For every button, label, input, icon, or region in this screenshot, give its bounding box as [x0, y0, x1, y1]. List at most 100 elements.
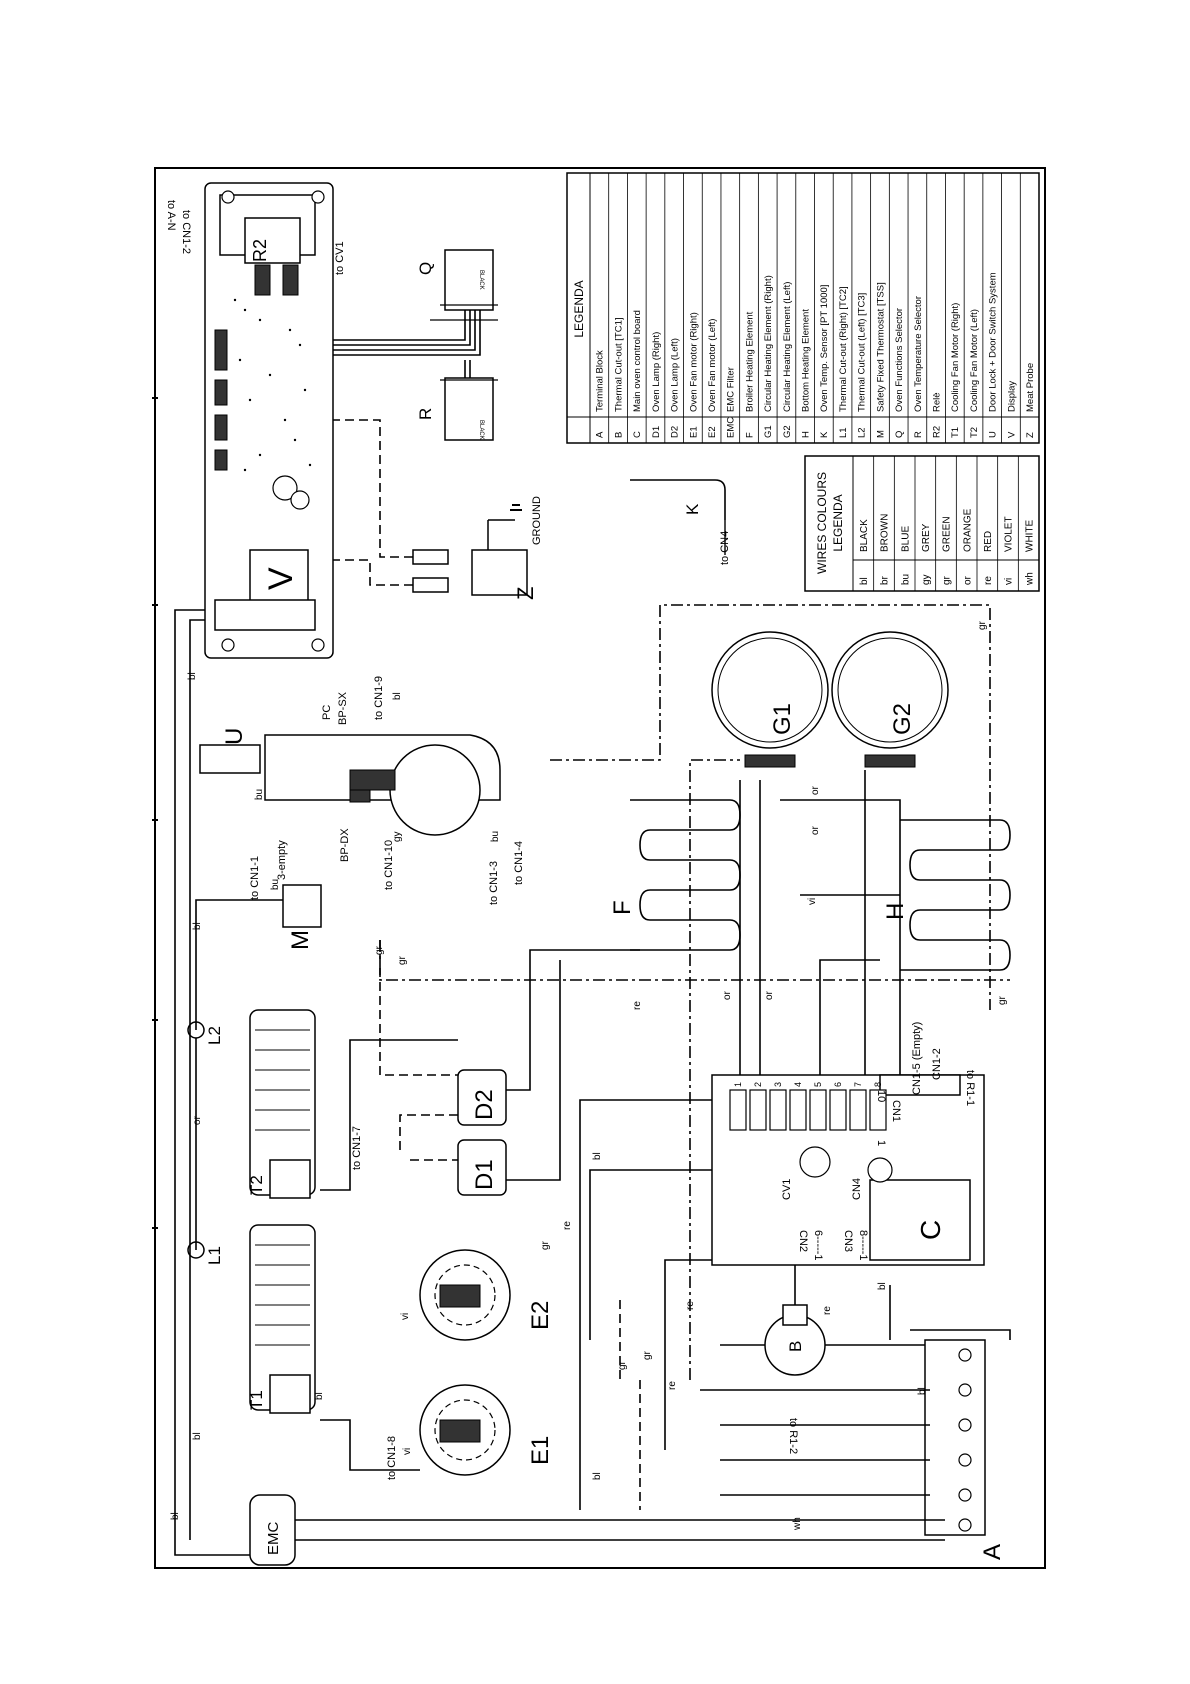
to-cn1-10-label: to CN1-10: [383, 840, 395, 890]
wire-colour-mark: gr: [617, 1360, 628, 1370]
cooling-fan-t2: T2: [247, 1009, 316, 1199]
relay: [809, 1089, 827, 1131]
legend-description: Oven Lamp (Left): [670, 338, 681, 412]
legend-code: R: [913, 431, 924, 438]
cv1-label: CV1: [781, 1179, 793, 1200]
wire-code: wh: [1024, 572, 1035, 586]
oven-fan-e2: E2: [419, 1249, 554, 1341]
legend-code: C: [632, 431, 643, 438]
e2-label: E2: [527, 1301, 554, 1330]
wire-colour-name: BROWN: [880, 514, 891, 552]
wire-colour-name: GREY: [921, 523, 932, 552]
cn2-range: 6-----1: [812, 1230, 824, 1261]
r-black-label: BLACK: [478, 420, 484, 440]
relay-number: 4: [793, 1082, 803, 1087]
d2-label: D2: [471, 1089, 498, 1120]
relay-number: 2: [753, 1082, 763, 1087]
to-cn1-9-label: to CN1-9: [373, 676, 385, 720]
wire-colour-mark: bl: [392, 692, 403, 700]
legend-code: V: [1006, 431, 1017, 438]
legend-code: H: [801, 431, 812, 438]
wire-colour-mark: gy: [392, 831, 403, 842]
wire-colour-mark: bl: [592, 1152, 603, 1160]
legend-code: M: [875, 430, 886, 438]
legend-description: EMC Filter: [726, 367, 737, 412]
diagram-frame: [154, 167, 1046, 1569]
legend-code: L1: [838, 427, 849, 438]
relay: [729, 1089, 747, 1131]
legend-code: T2: [969, 427, 980, 438]
wire-colour-name: RED: [983, 531, 994, 552]
wire-code: bu: [900, 574, 911, 585]
g1-label: G1: [769, 703, 796, 735]
legend-description: Oven Temperature Selector: [913, 296, 924, 412]
wires-table: blBLACKbrBROWNbuBLUEgyGREYgrGREENorORANG…: [804, 455, 1040, 592]
to-cn1-3-label: to CN1-3: [488, 861, 500, 905]
relay-number: 8: [873, 1082, 883, 1087]
terminal-block-a: A: [924, 1339, 1006, 1560]
temperature-selector-r: R BLACK: [416, 377, 498, 441]
legend-description: Thermal Cut-out (Right) [TC2]: [838, 286, 849, 412]
oven-lamp-d1: D1: [457, 1139, 507, 1196]
wire-code: vi: [1004, 578, 1015, 585]
oven-lamp-d2: D2: [457, 1069, 507, 1126]
legend-description: Broiler Heating Element: [744, 311, 755, 412]
circular-element-g1: G1: [711, 631, 829, 768]
legend-description: Oven Fan motor (Right): [688, 312, 699, 412]
e1-label: E1: [527, 1436, 554, 1465]
three-empty-label: 3-empty: [276, 840, 288, 880]
temp-sensor-k: K to CN4: [630, 479, 731, 565]
wire-colour-mark: bl: [170, 1512, 181, 1520]
cn1-label: CN1: [890, 1100, 902, 1122]
wire-colour-mark: bu: [490, 831, 501, 842]
cn1-one: 1: [875, 1140, 887, 1146]
broiler-element-f: F: [609, 799, 741, 951]
legend-description: Oven Lamp (Right): [651, 332, 662, 412]
legend-description: Oven Fan motor (Left): [707, 319, 718, 412]
relay-r2-label: R2: [250, 239, 270, 262]
wire-code: re: [983, 576, 994, 585]
relay-number: 1: [733, 1082, 743, 1087]
thermal-cutout-b: B: [764, 1304, 826, 1376]
k-label: K: [683, 503, 702, 515]
legend-code: L2: [857, 427, 868, 438]
to-an-label: to A-N: [165, 200, 177, 231]
relay-number: 7: [853, 1082, 863, 1087]
t1-label: T1: [247, 1390, 266, 1410]
legend-code: E1: [688, 426, 699, 438]
thermal-cutout-l2: L2: [187, 1021, 224, 1045]
selector-cables: [333, 310, 481, 378]
cn1-5-label: CN1-5 (Empty): [911, 1022, 923, 1095]
wire-colour-name: BLUE: [900, 526, 911, 552]
wire-code: br: [880, 575, 891, 585]
wire-colour-mark: re: [562, 1221, 573, 1230]
g2-label: G2: [889, 703, 916, 735]
cn4-label: CN4: [851, 1178, 863, 1200]
cn2-label: CN2: [797, 1230, 809, 1252]
legend-description: Circular Heating Element (Left): [782, 282, 793, 412]
q-black-label: BLACK: [478, 270, 484, 290]
c-label: C: [915, 1220, 946, 1240]
t2-label: T2: [247, 1175, 266, 1195]
wire-colour-mark: re: [822, 1306, 833, 1315]
legend-description: Oven Temp. Sensor [PT 1000]: [819, 285, 830, 412]
wire-colour-mark: bu: [254, 789, 265, 800]
wire-colour-mark: or: [192, 1115, 203, 1125]
legend-description: Thermal Cut-out (Left) [TC3]: [857, 293, 868, 412]
legend-description: Relè: [931, 392, 942, 412]
relay: [869, 1089, 887, 1131]
functions-selector-q: Q BLACK: [416, 249, 498, 321]
b-label: B: [786, 1341, 805, 1352]
u-label: U: [221, 728, 248, 745]
display-board: R2 V to A-N to CN1-2 to CV1: [165, 182, 346, 659]
legend-code: K: [819, 431, 830, 438]
legend-description: Terminal Block: [595, 350, 606, 412]
ground-label: GROUND: [531, 496, 543, 545]
legend-code: F: [744, 432, 755, 438]
circular-element-g2: G2: [831, 631, 949, 768]
wire-colour-mark: vi: [402, 1448, 413, 1455]
wire-code: or: [962, 575, 973, 585]
